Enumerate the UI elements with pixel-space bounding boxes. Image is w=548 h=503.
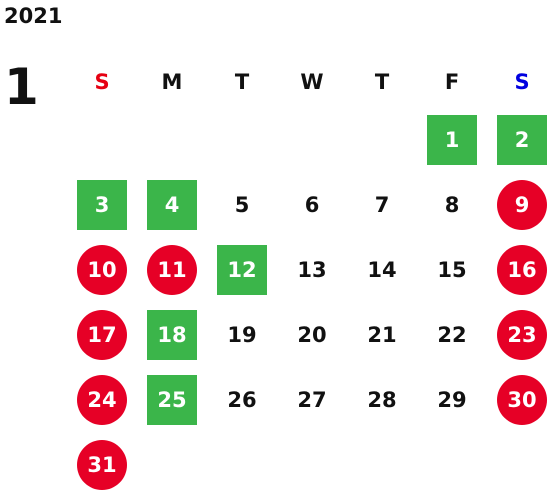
day-cell: 2 bbox=[487, 107, 548, 172]
day-cell: 6 bbox=[277, 172, 347, 237]
day-14[interactable]: 14 bbox=[367, 257, 397, 282]
day-13[interactable]: 13 bbox=[297, 257, 327, 282]
weekday-header-monday: M bbox=[161, 70, 183, 94]
day-27[interactable]: 27 bbox=[297, 387, 327, 412]
day-8[interactable]: 8 bbox=[444, 192, 460, 217]
day-31[interactable]: 31 bbox=[77, 439, 127, 490]
day-cell: 28 bbox=[347, 367, 417, 432]
day-22[interactable]: 22 bbox=[437, 322, 467, 347]
day-17[interactable]: 17 bbox=[77, 309, 127, 360]
weekday-header-thursday: T bbox=[374, 70, 390, 94]
day-cell: 5 bbox=[207, 172, 277, 237]
day-6[interactable]: 6 bbox=[304, 192, 320, 217]
day-11[interactable]: 11 bbox=[147, 244, 197, 295]
day-3[interactable]: 3 bbox=[77, 179, 127, 230]
empty-cell bbox=[277, 107, 347, 172]
day-29[interactable]: 29 bbox=[437, 387, 467, 412]
day-cell: 4 bbox=[137, 172, 207, 237]
day-cell: 22 bbox=[417, 302, 487, 367]
day-4[interactable]: 4 bbox=[147, 179, 197, 230]
weekday-header-sunday: S bbox=[94, 70, 110, 94]
day-1[interactable]: 1 bbox=[427, 114, 477, 165]
day-cell: 15 bbox=[417, 237, 487, 302]
day-cell: 3 bbox=[67, 172, 137, 237]
day-cell: 26 bbox=[207, 367, 277, 432]
day-cell: 12 bbox=[207, 237, 277, 302]
day-cell: 25 bbox=[137, 367, 207, 432]
day-cell: 31 bbox=[67, 432, 137, 497]
day-20[interactable]: 20 bbox=[297, 322, 327, 347]
day-18[interactable]: 18 bbox=[147, 309, 197, 360]
day-30[interactable]: 30 bbox=[497, 374, 547, 425]
day-15[interactable]: 15 bbox=[437, 257, 467, 282]
day-28[interactable]: 28 bbox=[367, 387, 397, 412]
day-cell: 8 bbox=[417, 172, 487, 237]
day-cell: 1 bbox=[417, 107, 487, 172]
day-cell: 13 bbox=[277, 237, 347, 302]
day-cell: 23 bbox=[487, 302, 548, 367]
day-21[interactable]: 21 bbox=[367, 322, 397, 347]
day-9[interactable]: 9 bbox=[497, 179, 547, 230]
day-19[interactable]: 19 bbox=[227, 322, 257, 347]
day-10[interactable]: 10 bbox=[77, 244, 127, 295]
day-12[interactable]: 12 bbox=[217, 244, 267, 295]
day-cell: 24 bbox=[67, 367, 137, 432]
day-7[interactable]: 7 bbox=[374, 192, 390, 217]
empty-cell bbox=[347, 107, 417, 172]
day-cell: 29 bbox=[417, 367, 487, 432]
day-26[interactable]: 26 bbox=[227, 387, 257, 412]
empty-cell bbox=[137, 107, 207, 172]
day-cell: 30 bbox=[487, 367, 548, 432]
year-label: 2021 bbox=[4, 4, 63, 28]
day-24[interactable]: 24 bbox=[77, 374, 127, 425]
empty-cell bbox=[207, 107, 277, 172]
day-16[interactable]: 16 bbox=[497, 244, 547, 295]
day-23[interactable]: 23 bbox=[497, 309, 547, 360]
empty-cell bbox=[67, 107, 137, 172]
day-cell: 27 bbox=[277, 367, 347, 432]
day-cell: 7 bbox=[347, 172, 417, 237]
day-cell: 14 bbox=[347, 237, 417, 302]
day-cell: 11 bbox=[137, 237, 207, 302]
weekday-header-friday: F bbox=[444, 70, 460, 94]
weekday-header-saturday: S bbox=[514, 70, 530, 94]
day-cell: 21 bbox=[347, 302, 417, 367]
day-cell: 18 bbox=[137, 302, 207, 367]
weekday-header-tuesday: T bbox=[234, 70, 250, 94]
month-number: 1 bbox=[4, 58, 39, 116]
day-cell: 9 bbox=[487, 172, 548, 237]
weekday-header-wednesday: W bbox=[300, 70, 324, 94]
day-5[interactable]: 5 bbox=[234, 192, 250, 217]
day-cell: 16 bbox=[487, 237, 548, 302]
day-2[interactable]: 2 bbox=[497, 114, 547, 165]
day-cell: 17 bbox=[67, 302, 137, 367]
day-cell: 20 bbox=[277, 302, 347, 367]
day-25[interactable]: 25 bbox=[147, 374, 197, 425]
day-cell: 10 bbox=[67, 237, 137, 302]
day-cell: 19 bbox=[207, 302, 277, 367]
